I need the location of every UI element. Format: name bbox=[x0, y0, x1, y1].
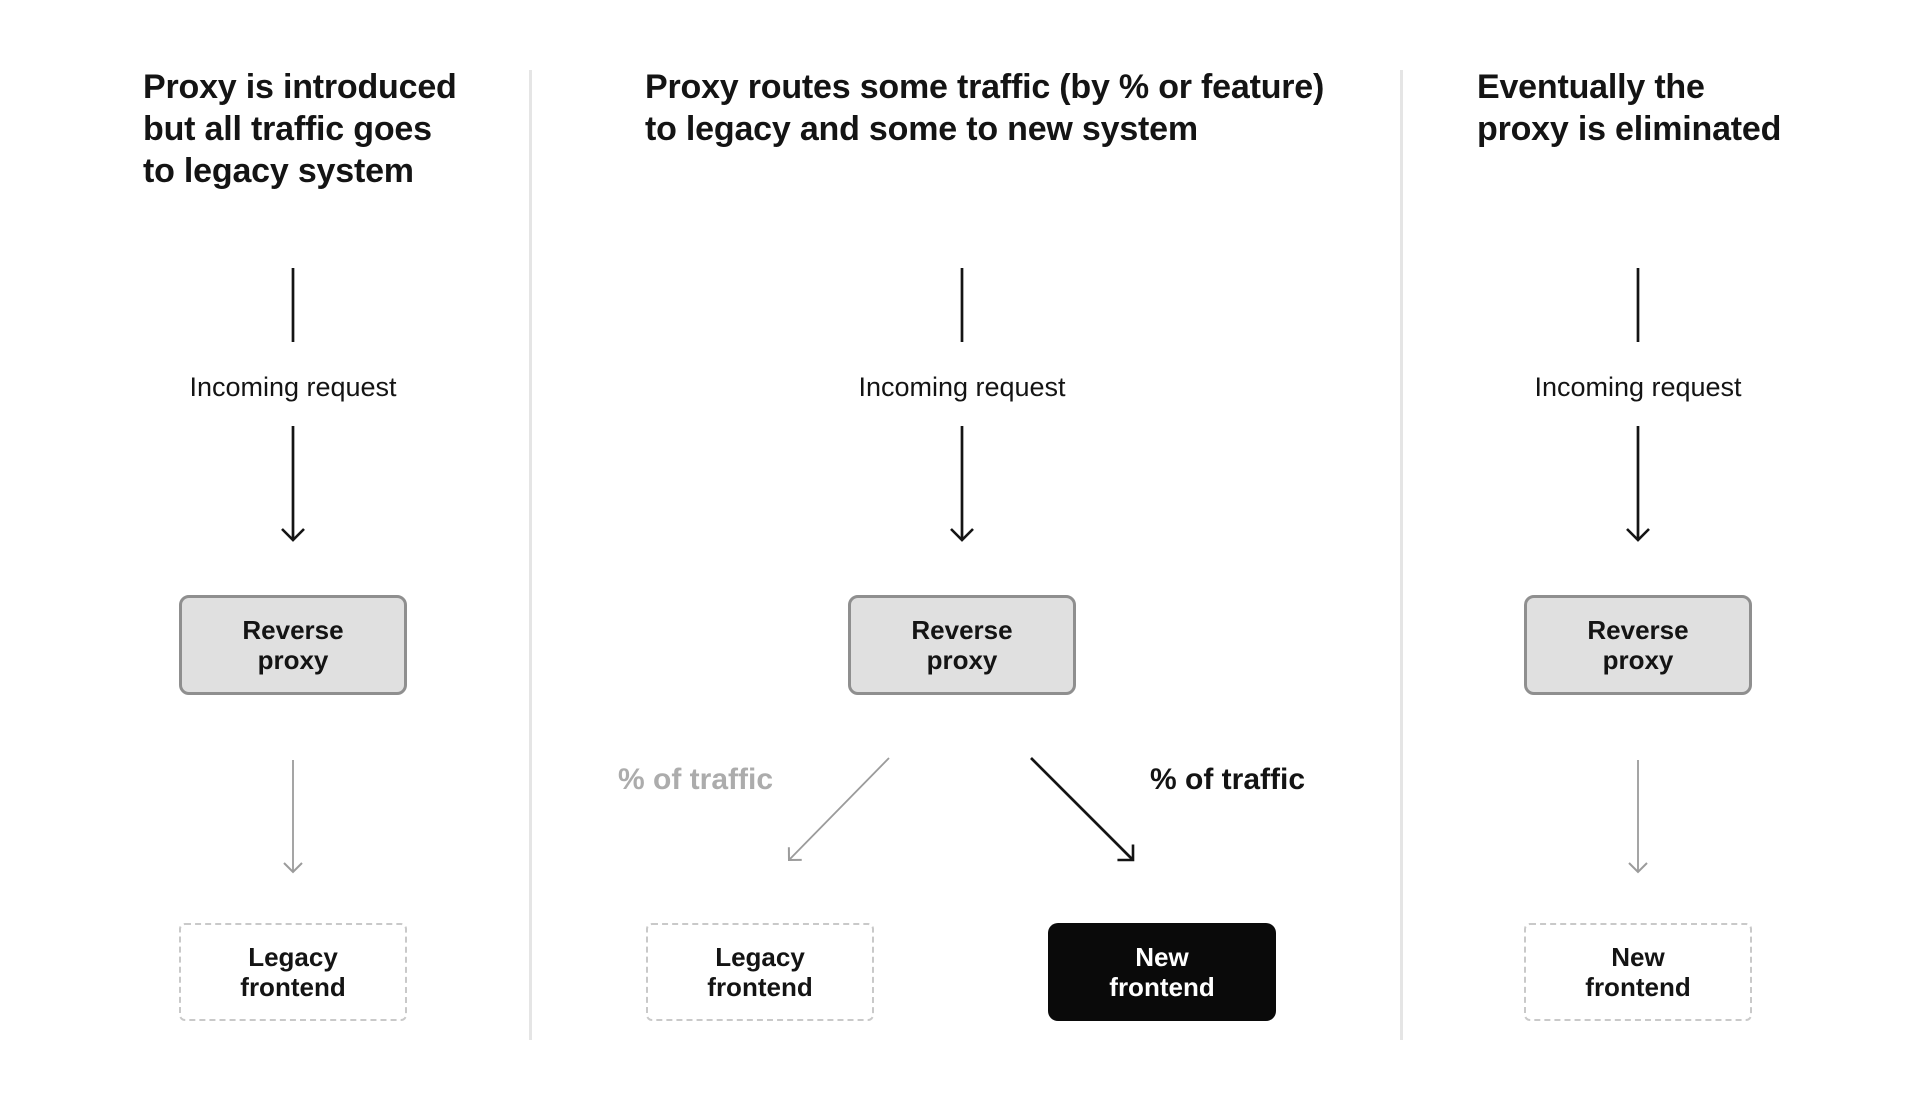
stage-3-title: Eventually the proxy is eliminated bbox=[1477, 68, 1782, 148]
stage-2-title: Proxy routes some traffic (by % or featu… bbox=[645, 68, 1325, 148]
reverse-proxy-box: Reverse proxy bbox=[848, 595, 1076, 695]
proxy-to-new-traffic-arrow bbox=[1030, 757, 1135, 862]
legacy-frontend-box: Legacy frontend bbox=[179, 923, 407, 1021]
incoming-request-label: Incoming request bbox=[858, 372, 1066, 402]
legacy-frontend-box: Legacy frontend bbox=[646, 923, 874, 1021]
column-divider bbox=[1400, 70, 1403, 1040]
column-divider bbox=[529, 70, 532, 1040]
reverse-proxy-box: Reverse proxy bbox=[1524, 595, 1752, 695]
incoming-request-label: Incoming request bbox=[1534, 372, 1742, 402]
incoming-request-label: Incoming request bbox=[189, 372, 397, 402]
reverse-proxy-box: Reverse proxy bbox=[179, 595, 407, 695]
traffic-percent-label-new: % of traffic bbox=[1150, 763, 1306, 796]
proxy-to-legacy-traffic-arrow bbox=[787, 757, 890, 862]
stage-1-title: Proxy is introduced but all traffic goes… bbox=[143, 68, 457, 190]
traffic-percent-label-legacy: % of traffic bbox=[618, 763, 774, 796]
new-frontend-box: New frontend bbox=[1524, 923, 1752, 1021]
new-frontend-box: New frontend bbox=[1048, 923, 1276, 1021]
